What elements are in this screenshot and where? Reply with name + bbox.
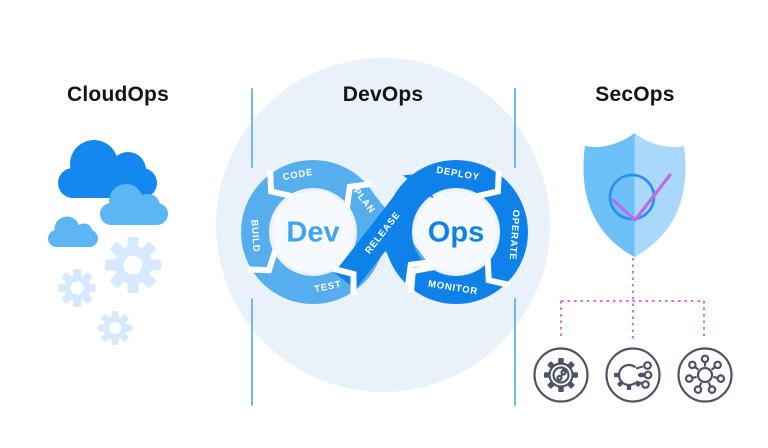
connector-lines: [560, 258, 705, 340]
chevron-icon: [343, 180, 372, 209]
gear-icon-medium: [58, 269, 96, 307]
devops-title: DevOps: [342, 83, 424, 106]
stage-label-build: BUILD: [248, 219, 261, 253]
devops-infinity-loop: Dev Ops CODE PLAN BUILD TEST RELEASE DEP…: [241, 160, 528, 304]
stage-label-operate: OPERATE: [507, 209, 522, 260]
cloud-icon-small: [48, 216, 98, 247]
separator-right-bottom: [514, 298, 516, 406]
chevron-icon: [484, 258, 511, 288]
separator-left-bottom: [251, 298, 253, 406]
secops-title: SecOps: [595, 83, 675, 106]
cloud-icon-large: [58, 140, 157, 198]
chevron-icon: [247, 248, 279, 274]
ops-inner-circle: [415, 191, 497, 273]
release-band: [334, 178, 429, 290]
shield-check-icon: [583, 133, 686, 257]
chevron-icon: [476, 169, 502, 200]
chevron-icon: [267, 169, 293, 200]
checkmark-icon: [611, 173, 672, 222]
release-arrowhead-icon: [402, 172, 433, 199]
gear-icon-small: [98, 311, 132, 345]
gear-automation-icon: [605, 347, 661, 403]
cloudops-title: CloudOps: [67, 83, 169, 106]
gear-icon-large: [105, 237, 161, 293]
gear-circuit-icon: [533, 347, 589, 403]
separator-left-top: [251, 88, 253, 168]
stage-label-code: CODE: [282, 167, 314, 183]
chevron-icon: [331, 265, 357, 296]
network-hub-icon: [677, 347, 733, 403]
separator-right-top: [514, 88, 516, 168]
dev-inner-circle: [272, 191, 354, 273]
ops-label: Ops: [428, 217, 484, 249]
cloud-icon-medium: [100, 184, 168, 225]
secops-tool-icons: [533, 347, 733, 403]
chevron-icon: [404, 258, 433, 287]
dev-label: Dev: [286, 217, 339, 249]
cloudops-graphic: [48, 140, 168, 345]
